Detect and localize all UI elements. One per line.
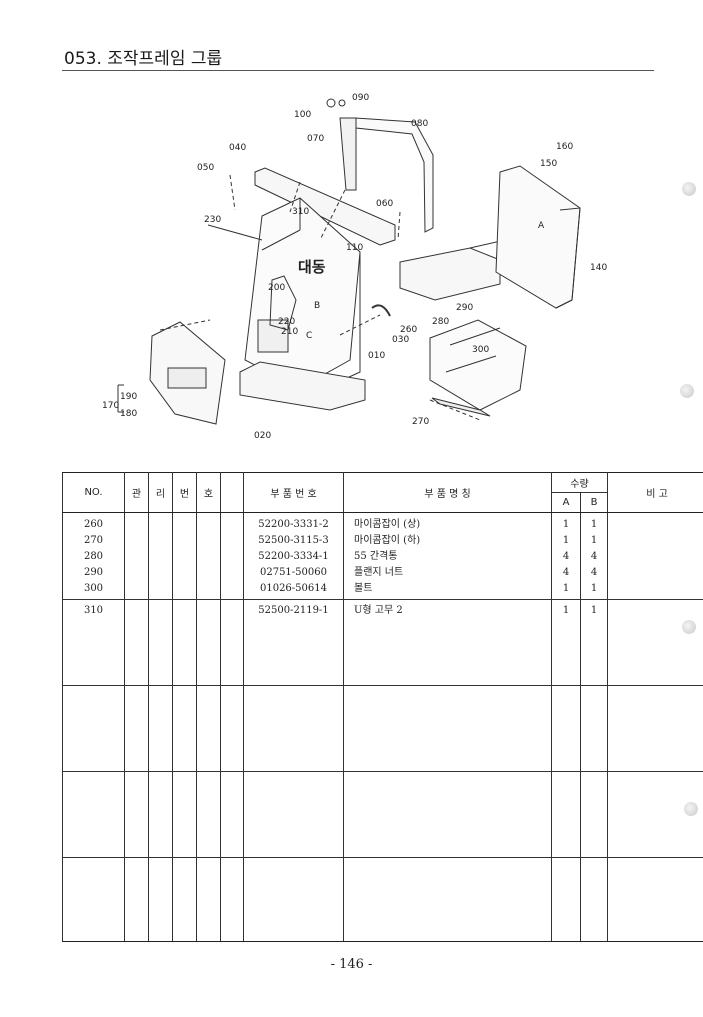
label-110: 110 [346,243,363,253]
label-030: 030 [392,335,409,345]
label-090: 090 [352,93,369,103]
row-part-name: 55 간격통 [354,551,398,562]
row-qty-a: 1 [562,605,570,616]
row-part-name: 볼트 [354,583,373,594]
row-part-name: U형 고무 2 [354,605,403,616]
label-210: 210 [281,327,298,337]
label-c: C [306,331,312,341]
row-no: 300 [83,583,104,594]
header-part-no: 부 품 번 호 [243,472,344,513]
label-260: 260 [400,325,417,335]
title-rule [62,70,654,71]
row-qty-b: 1 [590,535,598,546]
row-no: 290 [83,567,104,578]
binder-hole [682,182,696,196]
row-qty-b: 4 [590,567,598,578]
label-280: 280 [432,317,449,327]
header-qty-a: A [551,492,581,513]
label-270: 270 [412,417,429,427]
header-mgmt-5 [220,472,244,513]
row-qty-a: 1 [562,519,570,530]
row-part-name: 플랜지 너트 [354,567,404,578]
header-mgmt-1: 관 [124,472,149,513]
header-note: 비 고 [607,472,703,513]
binder-hole [682,620,696,634]
row-qty-a: 4 [562,551,570,562]
label-010: 010 [368,351,385,361]
row-no: 280 [83,551,104,562]
label-310: 310 [292,207,309,217]
label-080: 080 [411,119,428,129]
label-020: 020 [254,431,271,441]
label-230: 230 [204,215,221,225]
row-part-name: 마이콤잡이 (상) [354,519,421,530]
label-a: A [538,221,545,231]
label-140: 140 [590,263,607,273]
page-title: 053. 조작프레임 그룹 [64,49,223,69]
header-qty: 수량 [551,472,608,493]
label-300: 300 [472,345,489,355]
row-qty-b: 4 [590,551,598,562]
label-170: 170 [102,401,119,411]
header-part-name: 부 품 명 칭 [343,472,552,513]
header-no: NO. [62,472,125,513]
label-290: 290 [456,303,473,313]
row-no: 310 [83,605,104,616]
binder-hole [680,384,694,398]
label-180: 180 [120,409,137,419]
row-part-no: 52200-3331-2 [258,519,329,530]
row-no: 260 [83,519,104,530]
row-part-no: 01026-50614 [259,583,327,594]
header-mgmt-3: 번 [172,472,197,513]
row-qty-a: 1 [562,583,570,594]
row-part-no: 52500-2119-1 [258,605,329,616]
header-qty-b: B [580,492,608,513]
row-qty-b: 1 [590,605,598,616]
parts-table: NO. 관 리 번 호 부 품 번 호 부 품 명 칭 수량 비 고 A B 2… [62,472,703,942]
row-part-no: 02751-50060 [259,567,327,578]
exploded-parts-diagram: 대동 100 090 070 080 040 050 160 150 060 3… [102,93,607,441]
brand-text: 대동 [298,258,326,276]
row-part-name: 마이콤잡이 (하) [354,535,421,546]
row-no: 270 [83,535,104,546]
label-070: 070 [307,134,324,144]
label-160: 160 [556,142,573,152]
row-part-no: 52200-3334-1 [258,551,329,562]
row-qty-a: 1 [562,535,570,546]
binder-hole [684,802,698,816]
label-b: B [314,301,320,311]
header-mgmt-4: 호 [196,472,221,513]
row-qty-a: 4 [562,567,570,578]
label-220: 220 [278,317,295,327]
row-qty-b: 1 [590,583,598,594]
label-060: 060 [376,199,393,209]
row-part-no: 52500-3115-3 [258,535,329,546]
label-040: 040 [229,143,246,153]
row-qty-b: 1 [590,519,598,530]
page-number: - 146 - [330,957,373,972]
label-050: 050 [197,163,214,173]
label-150: 150 [540,159,557,169]
label-190: 190 [120,392,137,402]
label-100: 100 [294,110,311,120]
label-200: 200 [268,283,285,293]
header-mgmt-2: 리 [148,472,173,513]
